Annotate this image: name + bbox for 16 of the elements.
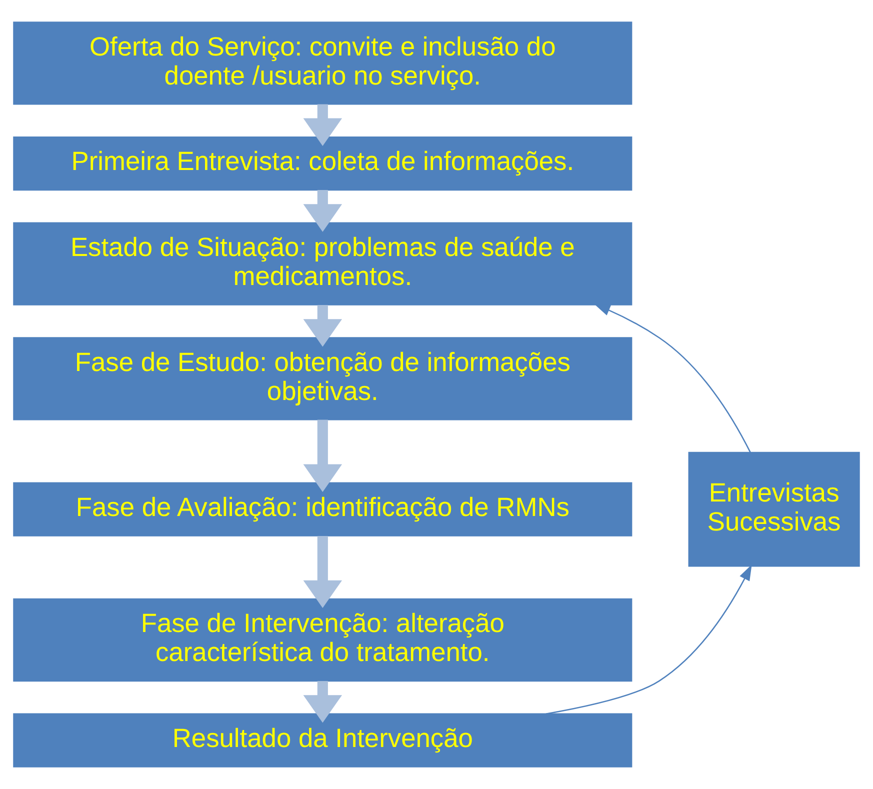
node-box: Entrevistas Sucessivas bbox=[688, 452, 860, 567]
arrow bbox=[303, 536, 342, 608]
arrow bbox=[303, 420, 342, 492]
node-box: Fase de Estudo: obtenção de informações objetivas. bbox=[13, 337, 632, 420]
arrow bbox=[303, 190, 342, 232]
node-box: Primeira Entrevista: coleta de informações. bbox=[13, 136, 632, 191]
node-box: Fase de Avaliação: identificação de RMNs bbox=[13, 482, 632, 536]
node-box: Estado de Situação: problemas de saúde e medicamentos. bbox=[13, 222, 632, 306]
arrow bbox=[546, 564, 752, 715]
node-box: Fase de Intervenção: alteração característica do tratamento. bbox=[13, 598, 632, 682]
arrow bbox=[594, 304, 751, 453]
node-box: Resultado da Intervenção bbox=[13, 713, 632, 768]
arrow bbox=[303, 104, 342, 146]
arrow bbox=[303, 681, 342, 723]
arrow bbox=[303, 305, 342, 347]
node-box: Oferta do Serviço: convite e inclusão do doente /usuario no serviço. bbox=[13, 22, 632, 105]
